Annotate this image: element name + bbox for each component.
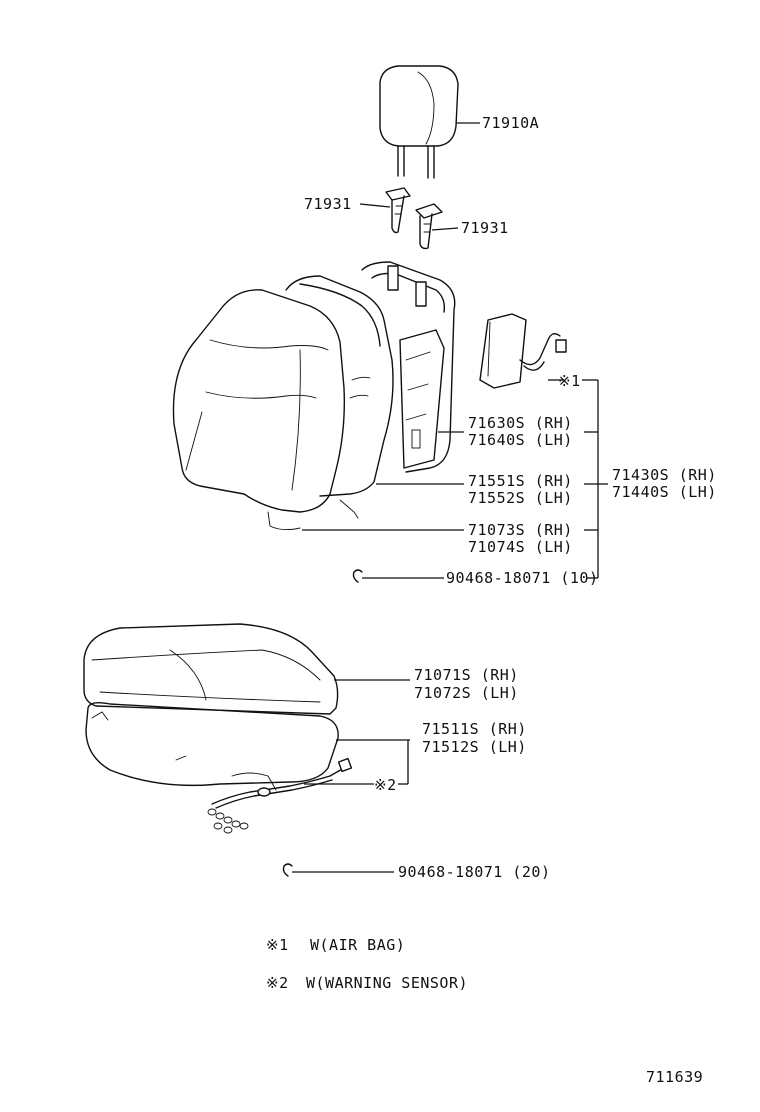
label-frame-lh: 71640S (LH) <box>468 431 573 449</box>
label-mark2: ※2 <box>374 776 397 794</box>
airbag-module-drawing <box>479 313 567 389</box>
legend-note1-mark: ※1 <box>266 936 289 954</box>
support-left-drawing <box>385 187 411 234</box>
label-support-left: 71931 <box>304 195 352 213</box>
headrest-drawing <box>379 65 459 179</box>
cushion-pad-drawing <box>85 701 339 791</box>
hog-ring-cushion-icon <box>282 863 293 877</box>
cushion-cover-drawing <box>83 623 339 715</box>
seatback-pad-drawing <box>285 275 394 519</box>
support-right-drawing <box>415 203 443 250</box>
label-cushion-cover-rh: 71071S (RH) <box>414 666 519 684</box>
seatback-frame-drawing <box>361 261 456 473</box>
label-cover-rh: 71073S (RH) <box>468 521 573 539</box>
label-cushion-pad-lh: 71512S (LH) <box>422 738 527 756</box>
leader-support-right <box>431 227 459 231</box>
label-cushion-cover-lh: 71072S (LH) <box>414 684 519 702</box>
hog-ring-back-icon <box>352 569 363 583</box>
label-pad-lh: 71552S (LH) <box>468 489 573 507</box>
label-headrest: 71910A <box>482 114 539 132</box>
label-cover-lh: 71074S (LH) <box>468 538 573 556</box>
leader-support-left <box>359 203 391 208</box>
label-assy-rh: 71430S (RH) <box>612 466 717 484</box>
label-ring-cushion: 90468-18071 (20) <box>398 863 551 881</box>
legend-note1-text: W(AIR BAG) <box>310 936 405 954</box>
cushion-bracket <box>398 740 409 785</box>
sensor-harness-drawing <box>207 757 353 834</box>
figure-number: 711639 <box>646 1068 703 1086</box>
label-frame-rh: 71630S (RH) <box>468 414 573 432</box>
label-ring-back: 90468-18071 (10) <box>446 569 599 587</box>
legend-note2-mark: ※2 <box>266 974 289 992</box>
label-support-right: 71931 <box>461 219 509 237</box>
label-pad-rh: 71551S (RH) <box>468 472 573 490</box>
label-mark1: ※1 <box>558 372 581 390</box>
label-assy-lh: 71440S (LH) <box>612 483 717 501</box>
label-cushion-pad-rh: 71511S (RH) <box>422 720 527 738</box>
assembly-bracket <box>582 379 608 579</box>
seatback-cover-drawing <box>172 289 346 531</box>
legend-note2-text: W(WARNING SENSOR) <box>306 974 468 992</box>
